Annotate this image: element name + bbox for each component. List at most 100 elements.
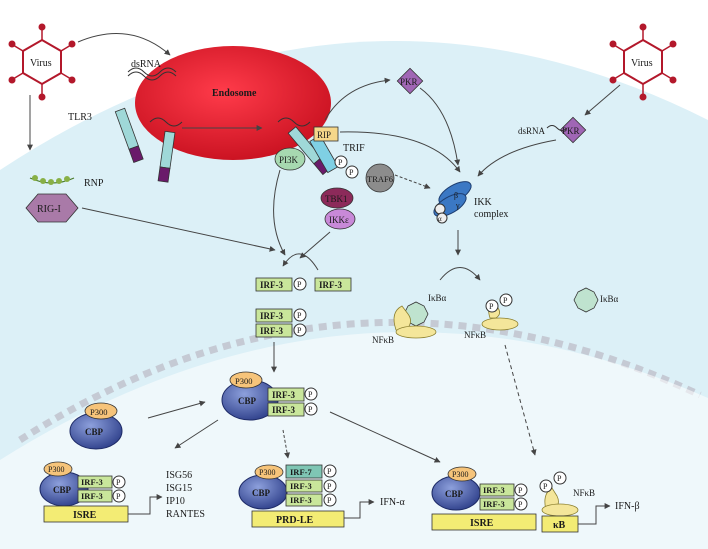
irf3-box — [314, 277, 352, 292]
irf3-label: IRF-3 — [272, 405, 295, 415]
endosome-label: Endosome — [212, 88, 257, 99]
phospho-label: P — [327, 496, 332, 505]
irf3-box — [255, 308, 293, 323]
phospho-circle — [499, 293, 513, 307]
ikk-complex-label-1: IKK — [474, 197, 493, 208]
pkr-right-node — [559, 116, 587, 144]
pi3k-label: PI3K — [279, 155, 299, 165]
pi3k-node — [274, 147, 306, 171]
dsrna-strand — [277, 117, 311, 127]
p300-node — [229, 371, 263, 389]
phospho-label: P — [349, 168, 354, 177]
irf3-box — [267, 402, 305, 417]
isre-label-2: ISRE — [470, 518, 494, 529]
p300-node — [43, 461, 73, 477]
pathway-arrows — [27, 33, 621, 463]
nfkb-node — [395, 325, 437, 339]
ikba-label-2: IκBα — [600, 294, 619, 304]
dsrna-endosome-label: dsRNA — [131, 59, 162, 70]
cbp-label: CBP — [445, 489, 464, 499]
nucleus-boundary — [18, 318, 702, 443]
dsrna-strand — [546, 125, 568, 131]
p300-label: P300 — [452, 470, 468, 479]
rip-label: RIP — [317, 130, 331, 140]
phospho-label: P — [308, 405, 313, 414]
arrow — [81, 207, 276, 252]
irf3-box — [255, 277, 293, 292]
ikba-label-1: IκBα — [428, 293, 447, 303]
tlr3-label: TLR3 — [68, 112, 92, 123]
pkr-top-node — [396, 67, 424, 95]
irf3-label: IRF-3 — [272, 390, 295, 400]
isre-promoter — [431, 513, 537, 531]
phospho-label: P — [297, 280, 302, 289]
phospho-label: P — [116, 492, 121, 501]
arrow — [584, 84, 621, 116]
rnp-beads — [29, 175, 75, 185]
phospho-circle — [553, 471, 567, 485]
phospho-label: P — [116, 478, 121, 487]
tlr3-receptor — [157, 130, 176, 183]
tbk1-node — [320, 187, 354, 209]
cbp-label: CBP — [238, 396, 257, 406]
gene-label: ISG15 — [166, 483, 192, 494]
gene-label: ISG56 — [166, 470, 192, 481]
phospho-circle — [323, 479, 337, 493]
transcription-arrow — [344, 499, 375, 519]
phospho-circle — [323, 493, 337, 507]
cycle-arrow — [439, 267, 481, 281]
arrow — [394, 174, 431, 189]
irf3-label: IRF-3 — [483, 485, 505, 495]
arrow — [477, 139, 557, 177]
virus-right-label: Virus — [631, 58, 653, 69]
virus-icon: Virus — [608, 22, 678, 102]
phospho-label: P — [297, 326, 302, 335]
transcription-arrow — [128, 494, 163, 515]
rip-box — [313, 126, 339, 142]
dsrna-strand — [127, 71, 177, 81]
tlr3-receptor — [114, 107, 144, 163]
irf3-box — [255, 323, 293, 338]
phospho-label: P — [327, 467, 332, 476]
ikba-node — [573, 287, 599, 313]
irf3-label: IRF-3 — [319, 280, 342, 290]
p300-node — [254, 464, 284, 480]
irf3-label: IRF-3 — [260, 326, 283, 336]
irf3-box — [285, 479, 323, 493]
irf3-label: IRF-3 — [290, 495, 312, 505]
rnp-label: RNP — [84, 178, 104, 189]
virus-icon: Virus — [7, 22, 77, 102]
nfkb-label-3: NFκB — [573, 488, 595, 498]
ikk-alpha-label: α — [438, 215, 442, 223]
ikke-node — [324, 208, 356, 230]
irf3-box — [479, 483, 515, 497]
irf3-label: IRF-3 — [290, 481, 312, 491]
irf3-label: IRF-3 — [260, 311, 283, 321]
phospho-circle — [112, 489, 126, 503]
traf6-node — [365, 163, 395, 193]
cbp-label: CBP — [53, 485, 72, 495]
phospho-circle — [304, 402, 318, 416]
pkr-right-label: PKR — [562, 126, 580, 136]
phospho-label: P — [489, 302, 494, 311]
phospho-circle — [304, 387, 318, 401]
phospho-circle — [293, 323, 307, 337]
phospho-circle — [485, 299, 499, 313]
arrow — [419, 87, 461, 166]
irf3-box — [285, 493, 323, 507]
phospho-circle — [112, 475, 126, 489]
endosome — [135, 46, 331, 160]
phospho-label: P — [338, 158, 343, 167]
ifn-a-label: IFN-α — [380, 497, 405, 508]
dsrna-strand — [127, 67, 177, 77]
irf3-box — [267, 387, 305, 402]
nucleus-area — [0, 331, 708, 549]
irf7-label: IRF-7 — [290, 467, 312, 477]
irf3-box — [77, 489, 113, 503]
phospho-circle — [345, 165, 359, 179]
ikk-complex — [433, 181, 472, 224]
gene-label: IP10 — [166, 496, 185, 507]
p300-node — [447, 466, 477, 482]
tbk1-label: TBK1 — [325, 194, 348, 204]
ikk-complex-label-2: complex — [474, 209, 508, 220]
